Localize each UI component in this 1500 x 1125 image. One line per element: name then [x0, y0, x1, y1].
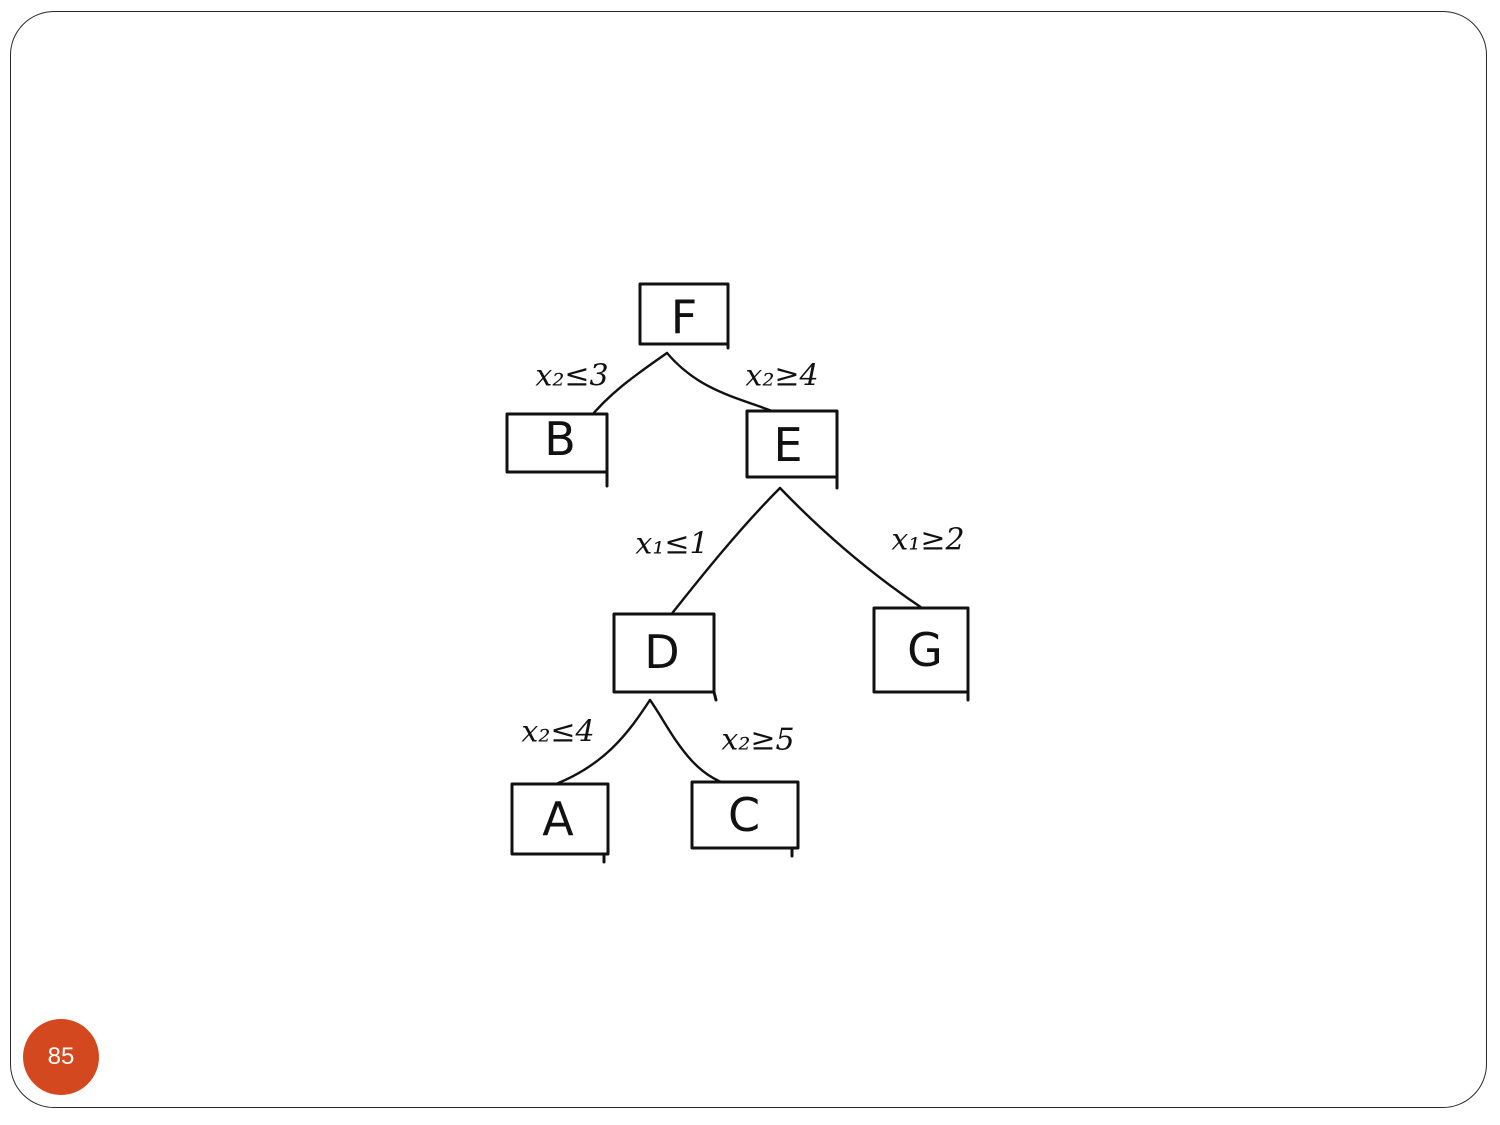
edge-label-e-g: x₁≥2 — [891, 523, 964, 558]
page-number-badge: 85 — [23, 1019, 99, 1095]
slide-frame — [10, 11, 1487, 1108]
node-f-label: F — [671, 290, 697, 344]
node-c: C — [690, 780, 800, 858]
node-c-label: C — [728, 788, 760, 842]
node-e-label: E — [773, 418, 802, 472]
edge-e-g — [778, 486, 927, 612]
node-g: G — [872, 606, 970, 702]
edge-label-d-a: x₂≤4 — [521, 715, 594, 750]
edge-d-a — [543, 698, 652, 790]
edge-label-f-e: x₂≥4 — [745, 359, 818, 394]
node-a-label: A — [542, 792, 574, 846]
page-number: 85 — [47, 1043, 75, 1070]
node-d: D — [612, 612, 718, 702]
edge-label-f-b: x₂≤3 — [535, 359, 608, 394]
edge-label-e-d: x₁≤1 — [635, 527, 708, 562]
node-f: F — [638, 282, 730, 350]
node-b-label: B — [544, 412, 576, 466]
node-d-label: D — [644, 625, 679, 679]
edge-e-d — [668, 486, 782, 618]
edge-f-e — [665, 351, 782, 416]
node-g-label: G — [907, 623, 943, 677]
node-b: B — [505, 412, 609, 488]
edge-f-b — [586, 351, 669, 422]
node-a: A — [510, 782, 610, 864]
edge-label-d-c: x₂≥5 — [721, 723, 794, 758]
node-e: E — [745, 409, 839, 490]
